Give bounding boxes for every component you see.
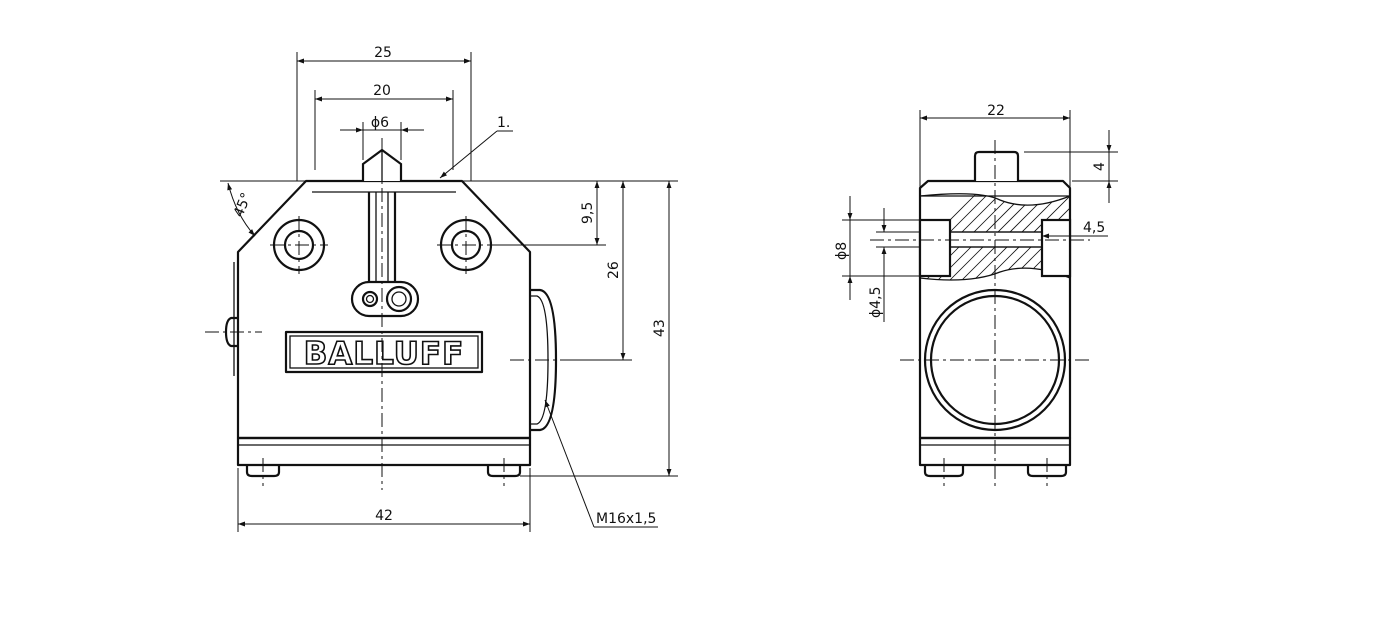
dimension-42-label: 42 xyxy=(375,508,393,524)
dimension-phi8-label: ϕ8 xyxy=(834,242,850,260)
counterbore-left xyxy=(918,218,952,278)
dimension-25: 25 xyxy=(296,45,472,181)
dimension-26-label: 26 xyxy=(606,261,622,279)
dimension-9-5: 9,5 xyxy=(491,181,606,246)
dimension-phi4-5: ϕ4,5 xyxy=(868,208,920,322)
dimension-25-label: 25 xyxy=(374,45,392,61)
dimension-phi6: ϕ6 xyxy=(340,115,424,160)
dimension-26: 26 xyxy=(560,181,632,361)
dimension-4-5-depth-label: 4,5 xyxy=(1083,220,1105,236)
dimension-9-5-label: 9,5 xyxy=(580,202,596,224)
dimension-phi4-5-label: ϕ4,5 xyxy=(868,287,884,319)
thread-callout-label: M16x1,5 xyxy=(596,511,656,527)
brand-logo: BALLUFF xyxy=(284,330,484,374)
lever-pivot-large xyxy=(385,285,413,313)
actuator-slot xyxy=(367,192,397,290)
side-view: 22 4 4,5 ϕ8 xyxy=(834,103,1118,490)
callout-1-label: 1. xyxy=(497,115,510,131)
dimension-phi8: ϕ8 xyxy=(834,196,920,300)
dimension-22-label: 22 xyxy=(987,103,1005,119)
brand-logo-text: BALLUFF xyxy=(304,336,465,372)
section-edge-top xyxy=(919,193,1071,206)
dimension-angle-45-label: 45° xyxy=(231,190,255,219)
lever-pivot-small-inner xyxy=(365,294,375,304)
lever-pivot-small xyxy=(361,290,379,308)
lever-pivot-large-inner xyxy=(391,291,407,307)
dimension-20-label: 20 xyxy=(373,83,391,99)
counterbore-right xyxy=(1040,218,1072,278)
dimension-42: 42 xyxy=(237,468,531,532)
dimension-22: 22 xyxy=(919,103,1071,188)
dimension-4: 4 xyxy=(1024,130,1118,203)
dimension-20: 20 xyxy=(314,83,454,170)
dimension-phi6-label: ϕ6 xyxy=(371,115,389,131)
dimension-angle-45: 45° xyxy=(220,180,306,237)
housing-base xyxy=(236,436,532,467)
lever-block xyxy=(350,280,420,318)
side-plunger xyxy=(973,150,1020,181)
dimension-4-label: 4 xyxy=(1092,162,1108,171)
front-view: BALLUFF 25 20 xyxy=(205,45,678,532)
dimension-4-5-depth: 4,5 xyxy=(1042,220,1108,239)
dimension-43-label: 43 xyxy=(652,319,668,337)
dimension-43: 43 xyxy=(520,181,678,477)
callout-1: 1. xyxy=(439,115,513,179)
thread-callout: M16x1,5 xyxy=(544,399,658,528)
